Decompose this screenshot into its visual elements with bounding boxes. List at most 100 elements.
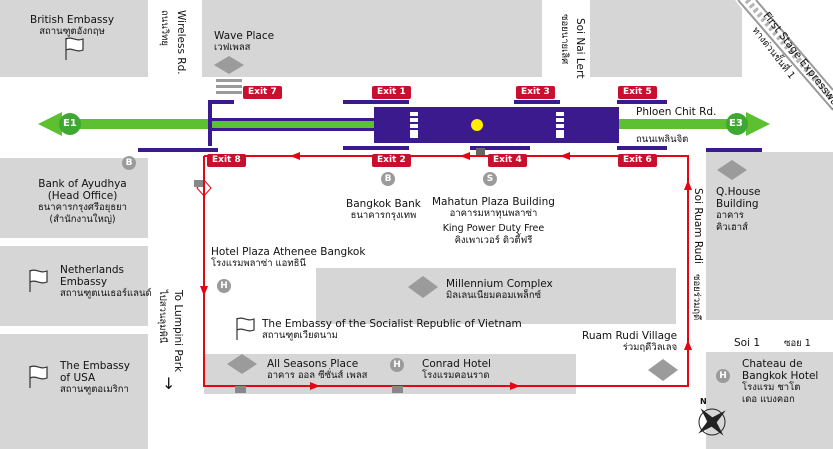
expressway <box>735 0 833 128</box>
place-wave-place: Wave Place เวฟเพลส <box>214 30 274 54</box>
road-label-wireless-th: ถนนวิทยุ <box>157 10 172 46</box>
place-vietnam-en: The Embassy of the Socialist Republic of… <box>262 318 522 330</box>
place-ayudhya-en2: (Head Office) <box>47 190 118 202</box>
block-nai-lert <box>590 0 742 77</box>
direction-east-label: E3 <box>729 118 743 129</box>
road-label-ruam-rudi-th-text: ซอยร่วมฤดี <box>691 274 702 321</box>
place-conrad-en: Conrad Hotel <box>422 358 491 370</box>
place-mahatun-en2: King Power Duty Free <box>442 223 545 234</box>
place-usa: The Embassy of USA สถานฑูตอเมริกา <box>60 360 130 396</box>
place-bangkok-bank-en: Bangkok Bank <box>346 198 421 210</box>
place-ruam-rudi-village-th: ร่วมฤดีวิลเลจ <box>622 342 678 353</box>
place-all-seasons: All Seasons Place อาคาร ออล ซีซั่นส์ เพล… <box>267 358 367 382</box>
place-plaza-athenee-th: โรงแรมพลาซ่า แอทธินี <box>211 258 306 269</box>
bank-icon: B <box>381 172 395 186</box>
place-netherlands-th: สถานฑูตเนเธอร์แลนด์ <box>60 288 152 299</box>
road-label-nai-lert-en: Soi Nai Lert <box>574 18 586 79</box>
place-bangkok-bank: Bangkok Bank ธนาคารกรุงเทพ <box>346 198 421 222</box>
arrow-down-icon: ↓ <box>162 374 176 393</box>
place-chateau-en1: Chateau de <box>742 358 803 370</box>
place-millennium-th: มิลเลนเนียมคอมเพล็กซ์ <box>446 290 542 301</box>
stair-mark <box>392 386 403 393</box>
place-wave-place-en: Wave Place <box>214 30 275 42</box>
place-mahatun-en: Mahatun Plaza Building <box>432 196 555 208</box>
place-ayudhya-en1: Bank of Ayudhya <box>38 178 127 190</box>
bts-station <box>138 100 762 152</box>
place-mahatun: Mahatun Plaza Building อาคารมหาทุนพลาซ่า… <box>432 196 555 247</box>
place-chateau-en2: Bangkok Hotel <box>742 370 819 382</box>
direction-west-label: E1 <box>63 118 77 129</box>
stair-mark <box>476 148 485 155</box>
road-label-lumpini: To Lumpini Park <box>172 290 184 372</box>
exit-badge-4: Exit 4 <box>488 154 527 167</box>
flag-icons <box>29 37 255 388</box>
place-netherlands-en1: Netherlands <box>60 264 125 276</box>
exit-badge-2: Exit 2 <box>372 154 411 167</box>
road-label-wireless: Wireless Rd. <box>175 10 187 75</box>
place-qhouse-th1: อาคาร <box>716 210 744 221</box>
road-label-ruam-rudi-th: ซอยร่วมฤดี <box>689 274 704 320</box>
block-ayudhya <box>0 158 148 238</box>
stair-mark <box>235 386 246 393</box>
place-chateau-th1: โรงแรม ชาโต <box>742 382 801 393</box>
place-qhouse: Q.House Building อาคาร คิวเฮาส์ <box>716 186 761 234</box>
place-chateau: Chateau de Bangkok Hotel โรงแรม ชาโต เดอ… <box>742 358 818 406</box>
hotel-icon: H <box>390 358 404 372</box>
exit-badge-5: Exit 5 <box>618 86 657 99</box>
place-ruam-rudi-village-en: Ruam Rudi Village <box>582 330 678 342</box>
place-mahatun-th2: คิงเพาเวอร์ ดิวตี้ฟรี <box>454 235 533 246</box>
compass-north-label: N <box>700 397 707 406</box>
place-usa-th: สถานฑูตอเมริกา <box>60 384 129 395</box>
road-label-soi1: Soi 1 <box>734 337 761 349</box>
place-qhouse-th2: คิวเฮาส์ <box>716 222 748 233</box>
road-label-ruam-rudi: Soi Ruam Rudi <box>692 188 704 264</box>
exit-badge-8: Exit 8 <box>207 154 246 167</box>
place-bank-of-ayudhya: Bank of Ayudhya (Head Office) ธนาคารกรุง… <box>38 178 127 226</box>
place-ayudhya-th2: (สำนักงานใหญ่) <box>49 214 116 225</box>
place-vietnam: The Embassy of the Socialist Republic of… <box>262 318 522 342</box>
place-netherlands-en2: Embassy <box>60 276 108 288</box>
road-label-nai-lert: Soi Nai Lert <box>574 18 586 78</box>
compass-icon <box>698 408 726 436</box>
hotel-icon: H <box>217 279 231 293</box>
place-usa-en2: of USA <box>60 372 96 384</box>
block-qhouse <box>706 152 833 320</box>
exit-badge-7: Exit 7 <box>243 86 282 99</box>
place-british-embassy-th: สถานฑูตอังกฤษ <box>39 26 105 37</box>
place-wave-place-th: เวฟเพลส <box>214 42 251 53</box>
place-plaza-athenee-en: Hotel Plaza Athenee Bangkok <box>211 246 366 258</box>
place-ruam-rudi-village: Ruam Rudi Village ร่วมฤดีวิลเลจ <box>582 330 677 354</box>
block-wave-place <box>202 0 542 77</box>
road-label-phloen-chit-th: ถนนเพลินจิต <box>636 134 689 145</box>
block-chateau <box>706 352 833 449</box>
road-label-phloen-chit: Phloen Chit Rd. <box>636 106 717 118</box>
road-label-soi1-th: ซอย 1 <box>784 338 811 349</box>
road-label-wireless-en: Wireless Rd. <box>175 10 187 75</box>
stair-mark <box>194 180 203 187</box>
place-british-embassy: British Embassy สถานฑูตอังกฤษ <box>30 14 114 38</box>
road-label-nai-lert-th-text: ซอยนายเลิศ <box>559 14 570 65</box>
place-conrad-th: โรงแรมคอนราด <box>422 370 490 381</box>
road-label-lumpini-en: To Lumpini Park <box>172 290 184 373</box>
place-netherlands: Netherlands Embassy สถานฑูตเนเธอร์แลนด์ <box>60 264 152 300</box>
exit-badge-6: Exit 6 <box>618 154 657 167</box>
place-chateau-th2: เดอ แบงคอก <box>742 394 795 405</box>
place-british-embassy-en: British Embassy <box>30 14 115 26</box>
place-plaza-athenee: Hotel Plaza Athenee Bangkok โรงแรมพลาซ่า… <box>211 246 365 270</box>
place-millennium: Millennium Complex มิลเลนเนียมคอมเพล็กซ์ <box>446 278 553 302</box>
exit-badge-1: Exit 1 <box>372 86 411 99</box>
place-qhouse-en2: Building <box>716 198 759 210</box>
block-millennium <box>316 268 676 324</box>
block-netherlands <box>0 246 148 326</box>
place-all-seasons-th: อาคาร ออล ซีซั่นส์ เพลส <box>267 370 368 381</box>
place-usa-en1: The Embassy <box>60 360 130 372</box>
place-all-seasons-en: All Seasons Place <box>267 358 359 370</box>
road-label-nai-lert-th: ซอยนายเลิศ <box>557 14 572 64</box>
hotel-icon: H <box>716 369 730 383</box>
road-label-lumpini-th: ไปสวนลุมพินี <box>155 290 170 343</box>
road-label-wireless-th-text: ถนนวิทยุ <box>159 10 170 46</box>
place-qhouse-en1: Q.House <box>716 186 761 198</box>
exit-badge-3: Exit 3 <box>516 86 555 99</box>
